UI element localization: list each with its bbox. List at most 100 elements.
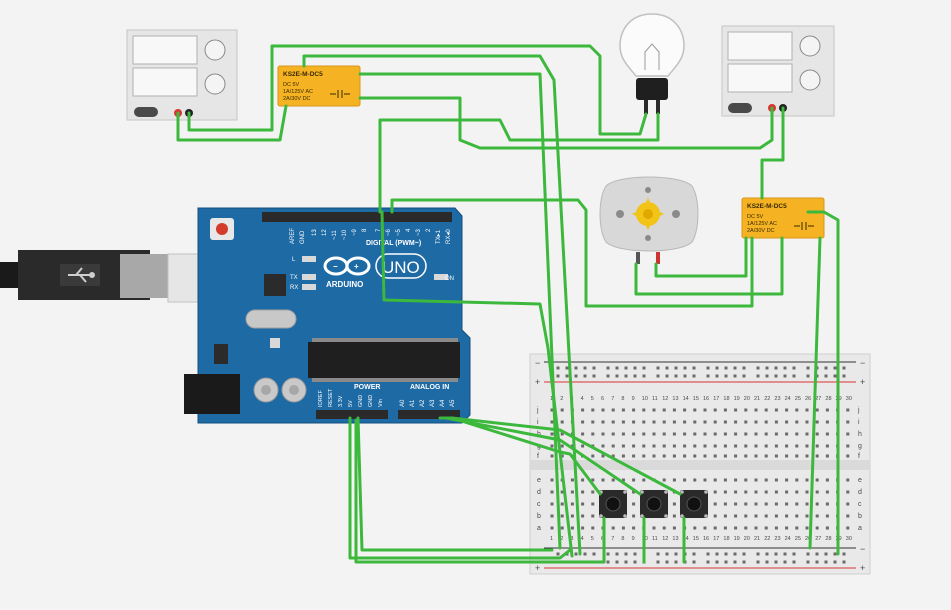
rail-hole[interactable] [765,552,769,556]
breadboard-hole[interactable] [785,408,789,412]
breadboard-hole[interactable] [723,444,727,448]
breadboard-hole[interactable] [632,502,636,506]
breadboard-hole[interactable] [815,478,819,482]
rail-hole[interactable] [656,560,660,564]
breadboard-hole[interactable] [754,490,758,494]
breadboard-hole[interactable] [713,502,717,506]
rail-hole[interactable] [583,552,587,556]
breadboard-hole[interactable] [642,478,646,482]
breadboard-hole[interactable] [744,420,748,424]
breadboard-hole[interactable] [621,526,625,530]
rail-hole[interactable] [833,552,837,556]
rail-hole[interactable] [842,552,846,556]
breadboard-hole[interactable] [764,478,768,482]
breadboard-hole[interactable] [632,478,636,482]
breadboard-hole[interactable] [846,490,850,494]
breadboard-hole[interactable] [846,526,850,530]
rail-hole[interactable] [756,374,760,378]
breadboard-hole[interactable] [642,444,646,448]
breadboard-hole[interactable] [703,420,707,424]
breadboard-hole[interactable] [754,514,758,518]
breadboard-hole[interactable] [785,502,789,506]
breadboard-hole[interactable] [774,478,778,482]
wires[interactable] [176,44,840,564]
rail-hole[interactable] [656,374,660,378]
breadboard-hole[interactable] [642,454,646,458]
breadboard-hole[interactable] [693,432,697,436]
breadboard-hole[interactable] [764,526,768,530]
breadboard-hole[interactable] [815,454,819,458]
breadboard-hole[interactable] [672,514,676,518]
breadboard-hole[interactable] [662,444,666,448]
breadboard-hole[interactable] [611,526,615,530]
breadboard-hole[interactable] [734,490,738,494]
current-knob[interactable] [204,73,226,95]
breadboard-hole[interactable] [693,478,697,482]
breadboard-hole[interactable] [591,526,595,530]
breadboard-hole[interactable] [764,502,768,506]
rail-hole[interactable] [615,552,619,556]
breadboard-hole[interactable] [652,526,656,530]
breadboard-hole[interactable] [581,444,585,448]
breadboard-hole[interactable] [734,420,738,424]
rail-hole[interactable] [606,366,610,370]
breadboard-hole[interactable] [662,478,666,482]
breadboard-hole[interactable] [581,490,585,494]
breadboard-hole[interactable] [846,454,850,458]
breadboard-hole[interactable] [846,444,850,448]
push-button-3[interactable] [680,490,708,518]
rail-hole[interactable] [692,560,696,564]
breadboard-hole[interactable] [621,478,625,482]
breadboard-hole[interactable] [754,408,758,412]
rail-hole[interactable] [756,552,760,556]
rail-hole[interactable] [792,374,796,378]
rail-hole[interactable] [683,374,687,378]
rail-hole[interactable] [815,560,819,564]
breadboard-hole[interactable] [621,408,625,412]
breadboard-hole[interactable] [754,432,758,436]
breadboard-hole[interactable] [621,432,625,436]
breadboard-hole[interactable] [560,444,564,448]
rail-hole[interactable] [674,366,678,370]
breadboard-hole[interactable] [774,514,778,518]
breadboard-hole[interactable] [621,444,625,448]
rail-hole[interactable] [774,552,778,556]
rail-hole[interactable] [574,374,578,378]
breadboard-hole[interactable] [805,454,809,458]
breadboard-hole[interactable] [591,490,595,494]
breadboard-hole[interactable] [764,514,768,518]
rail-hole[interactable] [674,374,678,378]
breadboard-hole[interactable] [846,514,850,518]
rail-hole[interactable] [806,560,810,564]
breadboard-hole[interactable] [754,444,758,448]
breadboard-hole[interactable] [550,432,554,436]
rail-hole[interactable] [756,560,760,564]
breadboard-hole[interactable] [581,502,585,506]
breadboard-hole[interactable] [591,502,595,506]
breadboard-hole[interactable] [713,490,717,494]
breadboard-hole[interactable] [611,432,615,436]
rail-hole[interactable] [656,366,660,370]
breadboard-hole[interactable] [591,432,595,436]
breadboard-hole[interactable] [846,432,850,436]
rail-hole[interactable] [633,560,637,564]
breadboard-hole[interactable] [846,502,850,506]
rail-hole[interactable] [583,366,587,370]
rail-hole[interactable] [715,366,719,370]
rail-hole[interactable] [574,366,578,370]
rail-hole[interactable] [765,366,769,370]
power-jack[interactable] [184,374,240,414]
rail-hole[interactable] [615,366,619,370]
breadboard-hole[interactable] [744,432,748,436]
breadboard-hole[interactable] [601,420,605,424]
breadboard-hole[interactable] [744,490,748,494]
breadboard-hole[interactable] [693,454,697,458]
breadboard-hole[interactable] [815,502,819,506]
breadboard-hole[interactable] [795,478,799,482]
breadboard-hole[interactable] [601,454,605,458]
breadboard-hole[interactable] [825,408,829,412]
breadboard-hole[interactable] [774,454,778,458]
breadboard-hole[interactable] [805,444,809,448]
breadboard-hole[interactable] [632,432,636,436]
breadboard-hole[interactable] [795,514,799,518]
